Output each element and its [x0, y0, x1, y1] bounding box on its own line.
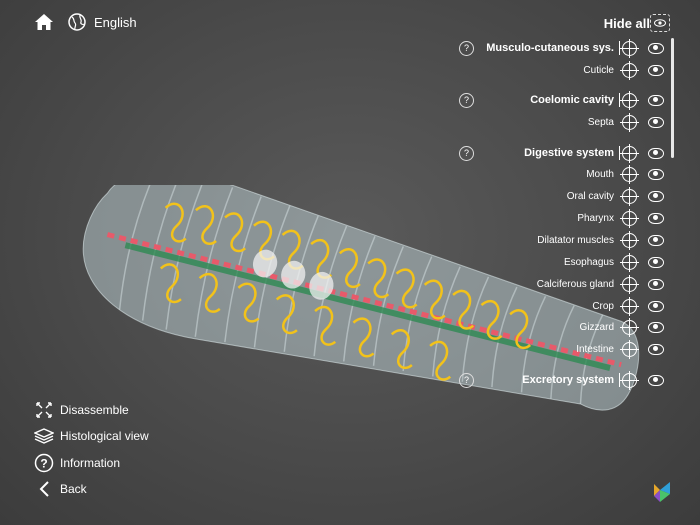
top-bar: English Hide all [0, 0, 700, 44]
help-icon[interactable]: ? [459, 40, 474, 56]
chevron-left-icon [34, 479, 54, 499]
help-icon[interactable]: ? [459, 372, 474, 388]
eye-icon[interactable] [648, 212, 664, 224]
panel-row-intestine[interactable]: Intestine [450, 339, 670, 359]
panel-row-pharynx[interactable]: Pharynx [450, 208, 670, 228]
panel-row-cuticle[interactable]: Cuticle [450, 60, 670, 80]
back-button[interactable]: Back [34, 477, 87, 501]
panel-row-dilatator-muscles[interactable]: Dilatator muscles [450, 230, 670, 250]
earthworm-3d-model[interactable] [60, 185, 650, 415]
panel-row-label: Esophagus [563, 256, 614, 268]
crosshair-icon[interactable] [620, 60, 639, 80]
panel-row-digestive-system[interactable]: ? Digestive system [450, 143, 670, 163]
panel-row-label: Coelomic cavity [530, 94, 614, 106]
divider [619, 41, 620, 55]
panel-row-gizzard[interactable]: Gizzard [450, 317, 670, 337]
crosshair-icon[interactable] [620, 90, 639, 110]
information-label: Information [60, 456, 121, 470]
crosshair-icon[interactable] [620, 38, 639, 58]
disassemble-button[interactable]: Disassemble [34, 398, 129, 422]
panel-row-label: Oral cavity [566, 190, 614, 202]
crosshair-icon[interactable] [620, 274, 639, 294]
eye-icon[interactable] [648, 256, 664, 268]
panel-row-label: Pharynx [577, 212, 614, 224]
structure-panel: ? Musculo-cutaneous sys. Cuticle ? Coelo… [450, 38, 678, 398]
divider [619, 146, 620, 160]
disassemble-icon [34, 400, 54, 420]
divider [619, 373, 620, 387]
panel-row-calciferous-gland[interactable]: Calciferous gland [450, 274, 670, 294]
hide-all-eye-icon[interactable] [650, 14, 670, 32]
back-label: Back [60, 482, 87, 496]
histological-view-button[interactable]: Histological view [34, 424, 149, 448]
layers-icon [34, 426, 54, 446]
panel-row-crop[interactable]: Crop [450, 296, 670, 316]
panel-row-label: Intestine [576, 343, 614, 355]
crosshair-icon[interactable] [620, 230, 639, 250]
panel-row-label: Calciferous gland [536, 278, 614, 290]
information-button[interactable]: ? Information [34, 451, 120, 475]
divider [619, 93, 620, 107]
crosshair-icon[interactable] [620, 317, 639, 337]
panel-row-excretory-system[interactable]: ? Excretory system [450, 370, 670, 390]
panel-row-label: Digestive system [524, 147, 614, 159]
eye-icon[interactable] [648, 278, 664, 290]
eye-icon[interactable] [648, 374, 664, 386]
eye-icon[interactable] [648, 321, 664, 333]
crosshair-icon[interactable] [620, 186, 639, 206]
panel-row-musculo-cutaneous[interactable]: ? Musculo-cutaneous sys. [450, 38, 670, 58]
eye-icon[interactable] [648, 343, 664, 355]
panel-scrollbar[interactable] [671, 38, 674, 158]
eye-icon[interactable] [648, 168, 664, 180]
crosshair-icon[interactable] [620, 164, 639, 184]
panel-row-label: Cuticle [583, 64, 614, 76]
svg-text:?: ? [40, 457, 47, 471]
crosshair-icon[interactable] [620, 112, 639, 132]
panel-row-label: Excretory system [522, 374, 614, 386]
crosshair-icon[interactable] [620, 252, 639, 272]
panel-row-septa[interactable]: Septa [450, 112, 670, 132]
eye-icon[interactable] [648, 190, 664, 202]
language-selector[interactable]: English [94, 15, 137, 30]
app-logo-icon [654, 482, 670, 502]
eye-icon[interactable] [648, 94, 664, 106]
eye-icon[interactable] [648, 42, 664, 54]
disassemble-label: Disassemble [60, 403, 129, 417]
crosshair-icon[interactable] [620, 143, 639, 163]
panel-row-oral-cavity[interactable]: Oral cavity [450, 186, 670, 206]
globe-icon[interactable] [67, 12, 87, 32]
panel-row-esophagus[interactable]: Esophagus [450, 252, 670, 272]
panel-row-mouth[interactable]: Mouth [450, 164, 670, 184]
eye-icon[interactable] [648, 147, 664, 159]
panel-row-label: Musculo-cutaneous sys. [486, 42, 614, 54]
eye-icon[interactable] [648, 300, 664, 312]
panel-row-coelomic-cavity[interactable]: ? Coelomic cavity [450, 90, 670, 110]
crosshair-icon[interactable] [620, 296, 639, 316]
crosshair-icon[interactable] [620, 208, 639, 228]
help-icon[interactable]: ? [459, 145, 474, 161]
eye-icon[interactable] [648, 64, 664, 76]
question-icon: ? [34, 453, 54, 473]
histological-view-label: Histological view [60, 429, 149, 443]
panel-row-label: Mouth [586, 168, 614, 180]
eye-icon[interactable] [648, 234, 664, 246]
hide-all-button[interactable]: Hide all [603, 16, 650, 31]
panel-row-label: Crop [592, 300, 614, 312]
crosshair-icon[interactable] [620, 370, 639, 390]
panel-row-label: Dilatator muscles [537, 234, 614, 246]
panel-row-label: Gizzard [579, 321, 614, 333]
panel-row-label: Septa [587, 116, 614, 128]
help-icon[interactable]: ? [459, 92, 474, 108]
eye-icon[interactable] [648, 116, 664, 128]
home-icon[interactable] [34, 12, 54, 32]
crosshair-icon[interactable] [620, 339, 639, 359]
